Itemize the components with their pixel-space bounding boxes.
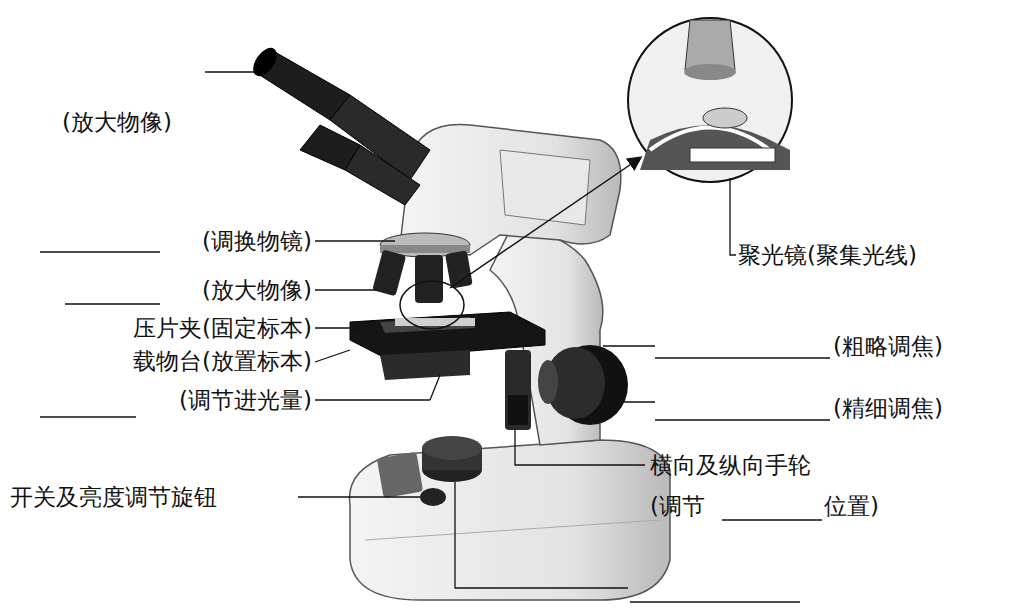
part-label: (放大物像) xyxy=(62,108,172,136)
part-label: 位置) xyxy=(824,492,879,520)
part-label: 开关及亮度调节旋钮 xyxy=(10,483,217,511)
part-label: (粗略调焦) xyxy=(833,332,943,360)
part-label: (放大物像) xyxy=(202,276,312,304)
part-label: 压片夹(固定标本) xyxy=(133,314,312,342)
part-label: 载物台(放置标本) xyxy=(133,347,312,375)
part-label: (调节 xyxy=(650,492,705,520)
part-label: (精细调焦) xyxy=(833,394,943,422)
part-label: 横向及纵向手轮 xyxy=(650,451,811,479)
part-label: 聚光镜(聚集光线) xyxy=(738,241,917,269)
part-label: (调换物镜) xyxy=(202,227,312,255)
part-label: (调节进光量) xyxy=(179,386,312,414)
